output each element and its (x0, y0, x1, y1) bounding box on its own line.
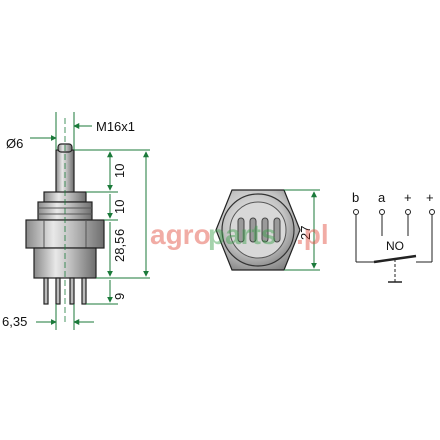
dim-top: 10 (112, 164, 127, 178)
terminal-b: b (352, 190, 359, 205)
side-view: Ø6 M16x1 10 10 28,5 6 9 6,35 (2, 112, 150, 330)
terminal-pin (43, 277, 49, 305)
front-view: 27 (215, 189, 320, 271)
pin-spacing-label: 6,35 (2, 314, 27, 329)
watermark-brand-a: agro (150, 219, 211, 250)
dim-bottom: 9 (112, 293, 127, 300)
dim-mid: 10 (112, 200, 127, 214)
terminal-pin (69, 277, 75, 305)
dim-body: 28,5 (112, 237, 127, 262)
terminal-slot (237, 217, 245, 243)
watermark-brand-b: parts (208, 219, 276, 250)
hex-nut (25, 219, 105, 249)
terminal-slot (249, 217, 257, 243)
terminal-plus-2: + (426, 190, 434, 205)
terminal-slot (261, 217, 269, 243)
dim-body-alt: 6 (112, 229, 127, 236)
terminal-plus-1: + (404, 190, 412, 205)
terminal-slot (273, 217, 281, 243)
switch-schematic: b a + + NO (352, 190, 435, 283)
front-width-label: 27 (298, 226, 313, 240)
terminal-pin (55, 277, 61, 305)
face-inner (229, 201, 287, 259)
watermark-tld: .pl (296, 219, 329, 250)
contact-type-label: NO (386, 239, 404, 253)
terminal-pin (81, 277, 87, 305)
watermark: agro parts .pl (150, 219, 329, 250)
thread-label: M16x1 (96, 119, 135, 134)
terminal-a: a (378, 190, 386, 205)
shaft-diameter-label: Ø6 (6, 136, 23, 151)
